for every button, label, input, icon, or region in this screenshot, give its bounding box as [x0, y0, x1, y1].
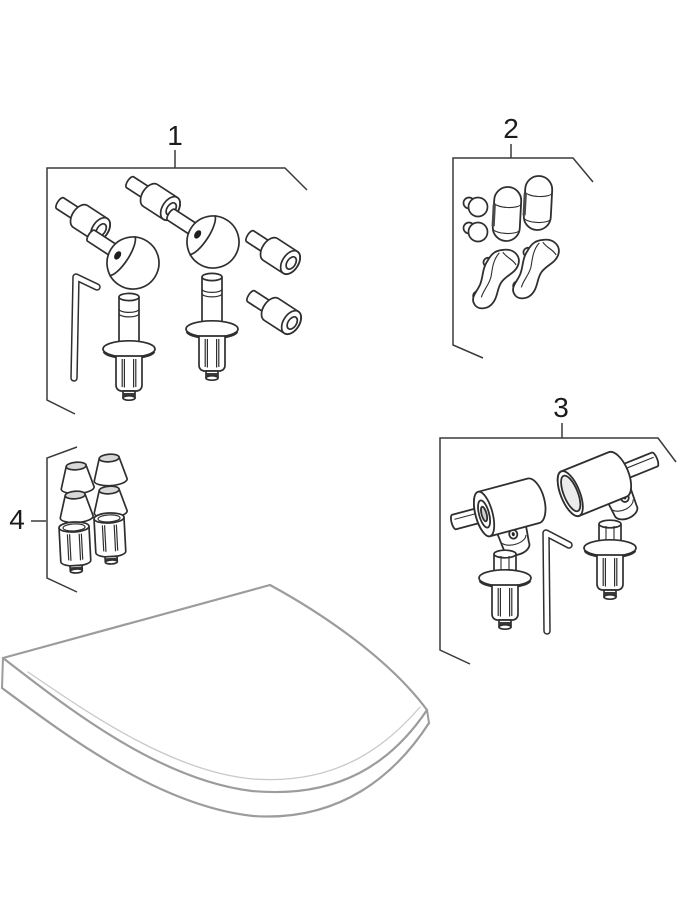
capsule-buffer-icon — [521, 173, 555, 233]
group-3-parts — [450, 450, 660, 635]
capsule-buffer-icon — [490, 184, 524, 244]
cone-buffer-icon — [57, 489, 95, 525]
group-4-label: 4 — [9, 504, 25, 535]
cone-buffer-icon — [91, 452, 129, 488]
seat-right-edge — [268, 583, 429, 712]
round-buffer-icon — [462, 221, 489, 243]
group-1-label: 1 — [167, 120, 183, 151]
toilet-seat-lid — [0, 583, 431, 818]
seat-front-top-edge — [1, 656, 429, 794]
fixing-pin-icon — [185, 272, 239, 382]
seat-front-bottom-edge — [0, 686, 431, 818]
group-3-callout: 3 — [439, 392, 677, 665]
cone-buffer-icon — [58, 460, 96, 496]
fixing-pin-icon — [102, 292, 156, 402]
curved-buffer-icon — [465, 241, 524, 317]
group-3-label: 3 — [553, 392, 569, 423]
group-1-parts — [49, 169, 307, 402]
socket-screw-icon — [240, 283, 307, 339]
seat-surface-highlight — [27, 671, 421, 781]
group-2-bracket — [452, 157, 594, 359]
group-2-parts — [462, 173, 564, 317]
round-buffer-icon — [462, 196, 489, 218]
hinge-icon — [556, 450, 660, 521]
group-2-callout: 2 — [452, 113, 594, 359]
expansion-plug-icon — [92, 511, 128, 566]
fixing-pin-icon — [478, 549, 532, 631]
seat-back-edge — [1, 583, 272, 660]
group-3-bracket — [439, 437, 677, 665]
socket-screw-icon — [239, 223, 306, 279]
group-4-parts — [57, 452, 129, 575]
group-1-bracket — [46, 167, 308, 415]
group-2-label: 2 — [503, 113, 519, 144]
group-4-callout: 4 — [9, 446, 78, 593]
group-1-callout: 1 — [46, 120, 308, 415]
group-4-bracket — [46, 446, 78, 593]
allen-key-icon — [542, 529, 573, 635]
seat-corner-edges — [1, 657, 430, 724]
allen-key-icon — [70, 273, 101, 382]
expansion-plug-icon — [57, 520, 93, 575]
fixing-pin-icon — [583, 519, 637, 601]
